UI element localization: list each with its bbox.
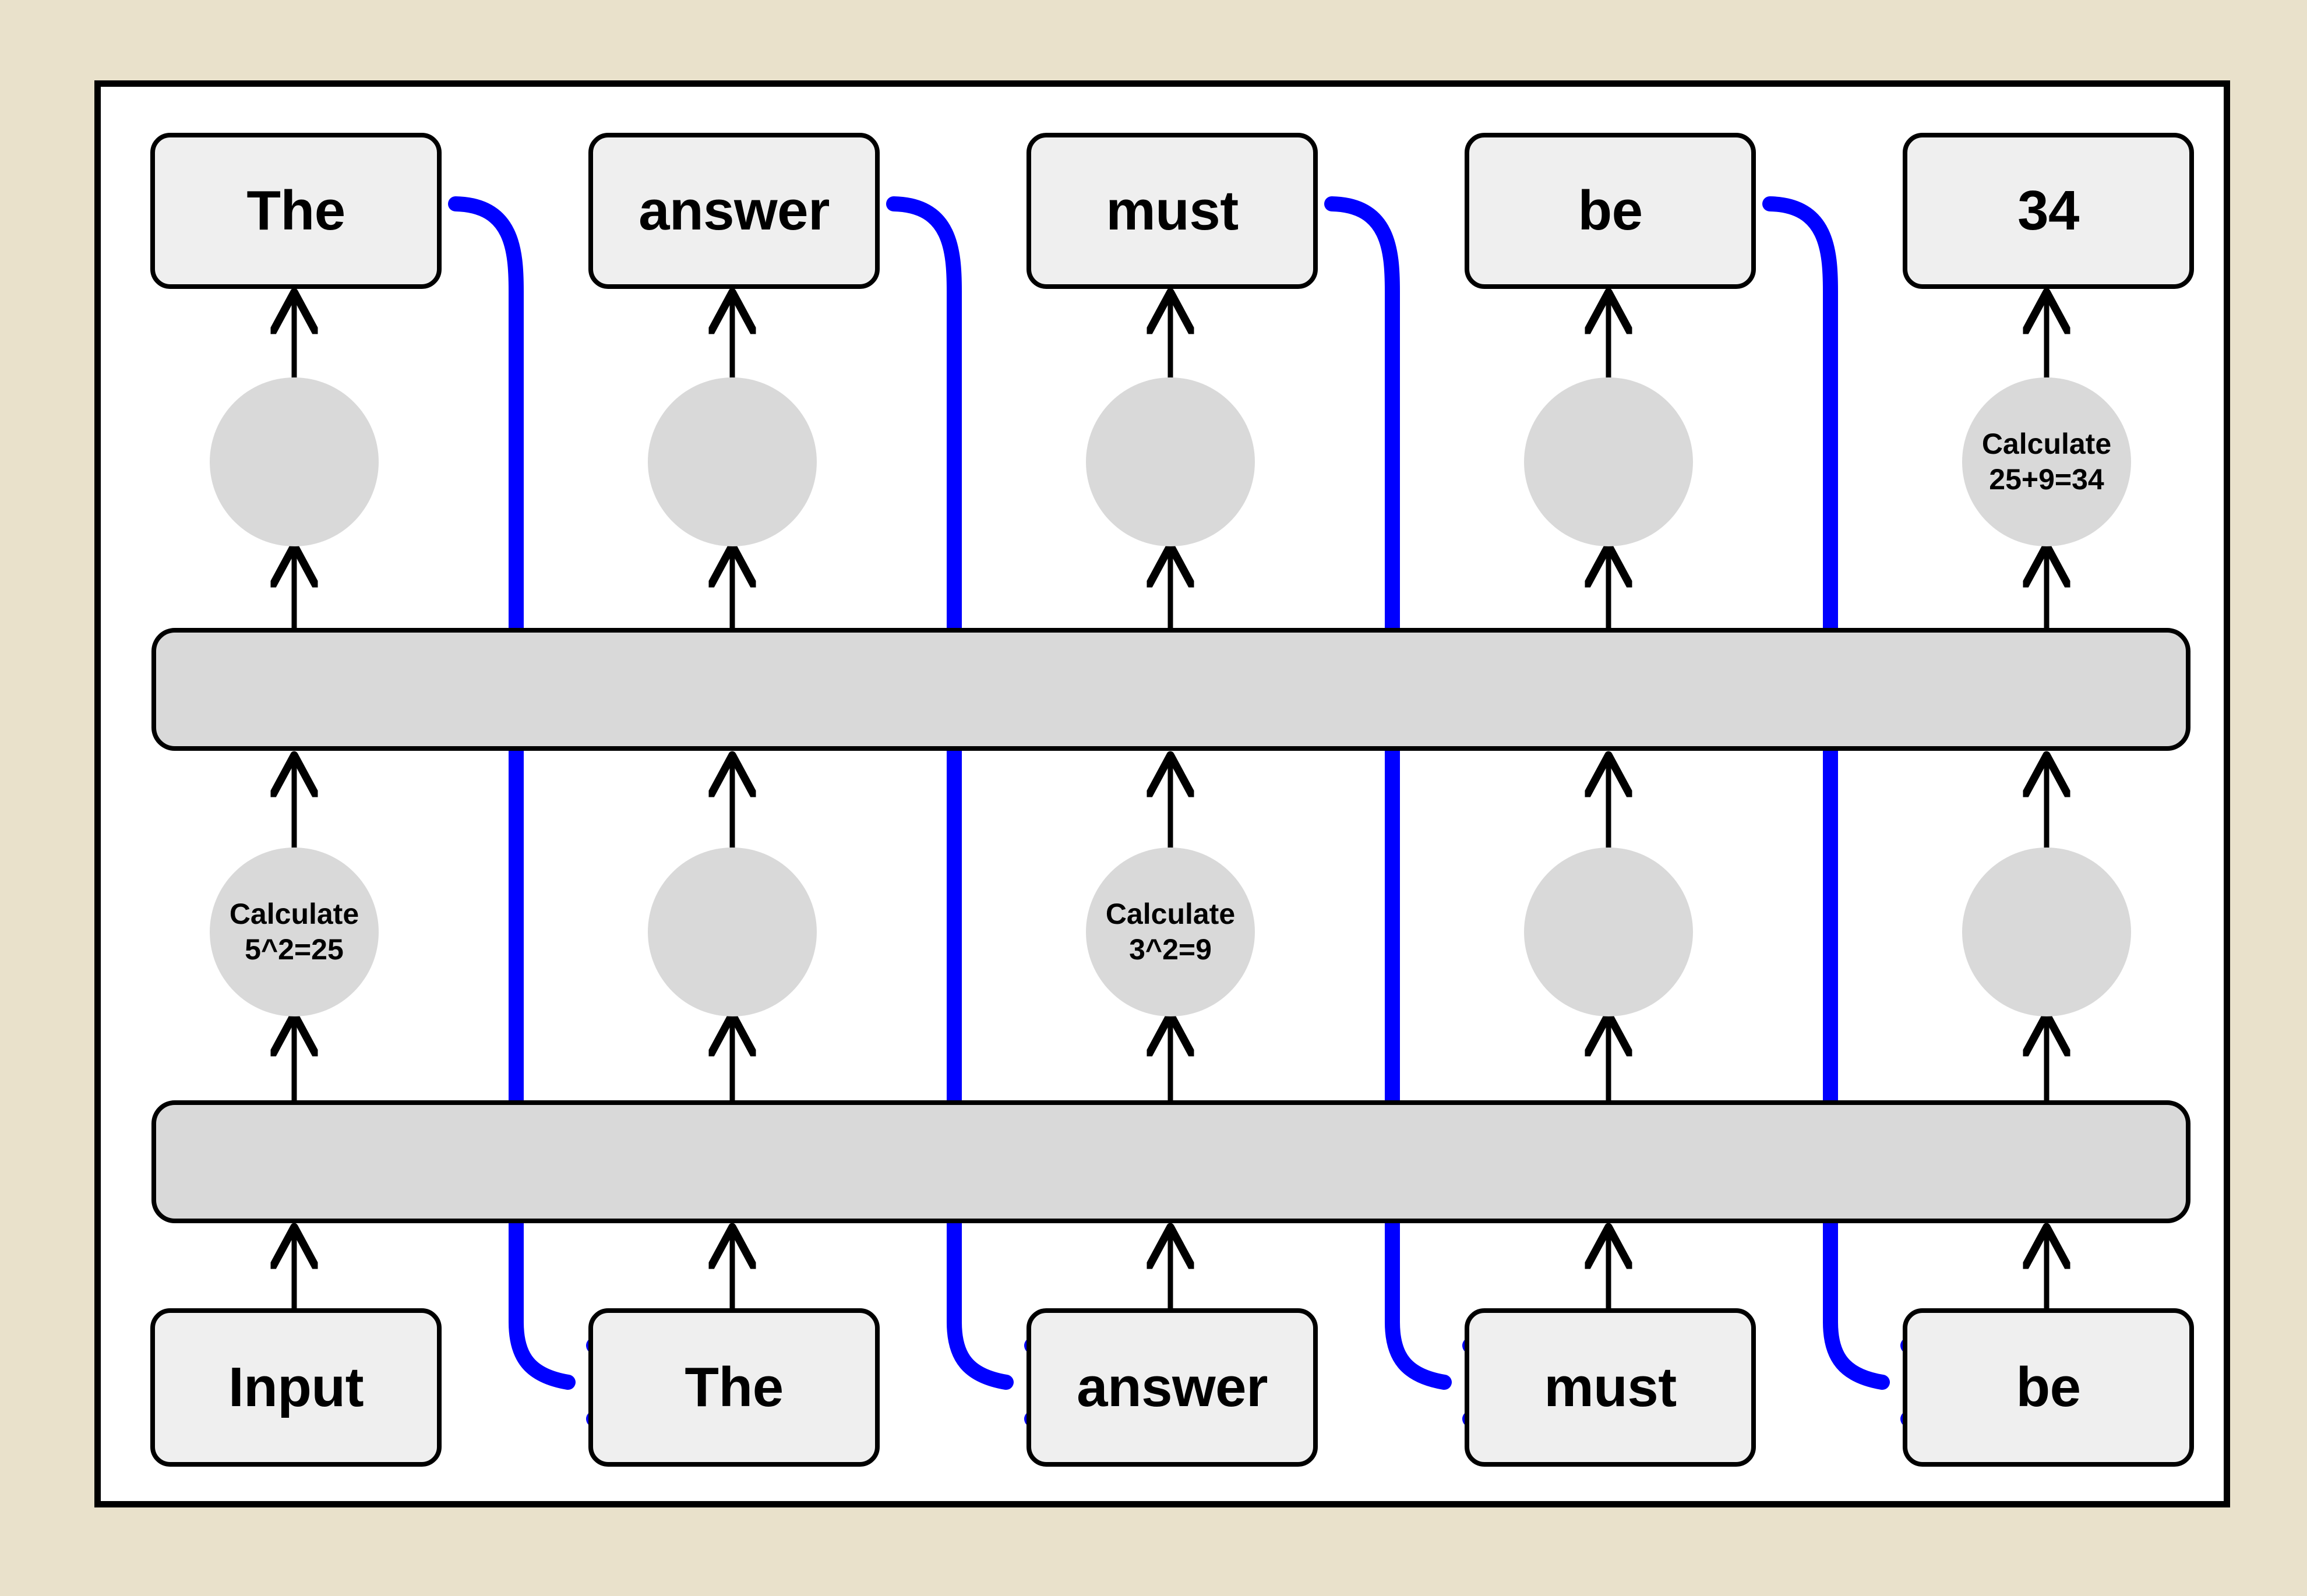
output-token-label-3: must [1106,179,1239,242]
upper-compute-node-1[interactable] [210,377,379,546]
input-token-label-1: Input [228,1356,364,1418]
output-token-box-2[interactable]: answer [588,133,880,289]
lower-compute-node-4[interactable] [1524,848,1693,1016]
input-token-label-3: answer [1077,1356,1268,1418]
lower-compute-node-5[interactable] [1962,848,2131,1016]
output-token-box-4[interactable]: be [1465,133,1756,289]
input-token-box-5[interactable]: be [1903,1308,2194,1467]
input-token-box-3[interactable]: answer [1026,1308,1318,1467]
output-token-box-3[interactable]: must [1026,133,1318,289]
lower-compute-node-2[interactable] [648,848,817,1016]
lower-node-3-line2: 3^2=9 [1129,933,1212,966]
output-token-label-5: 34 [2017,179,2079,242]
diagram-frame [94,80,2230,1507]
input-token-label-5: be [2016,1356,2081,1418]
input-token-box-4[interactable]: must [1465,1308,1756,1467]
lower-node-1-line2: 5^2=25 [245,933,344,966]
upper-compute-node-3[interactable] [1086,377,1255,546]
output-token-label-4: be [1578,179,1643,242]
upper-compute-node-5[interactable]: Calculate 25+9=34 [1962,377,2131,546]
lower-node-3-line1: Calculate [1105,898,1236,930]
lower-node-1-line1: Calculate [229,898,359,930]
upper-node-5-line2: 25+9=34 [1989,463,2104,496]
upper-attention-layer [151,628,2190,751]
upper-compute-node-2[interactable] [648,377,817,546]
lower-compute-node-1[interactable]: Calculate 5^2=25 [210,848,379,1016]
lower-compute-node-3[interactable]: Calculate 3^2=9 [1086,848,1255,1016]
input-token-label-4: must [1544,1356,1677,1418]
output-token-box-5[interactable]: 34 [1903,133,2194,289]
input-token-box-2[interactable]: The [588,1308,880,1467]
output-token-box-1[interactable]: The [150,133,442,289]
upper-compute-node-4[interactable] [1524,377,1693,546]
input-token-box-1[interactable]: Input [150,1308,442,1467]
output-token-label-1: The [246,179,345,242]
output-token-label-2: answer [639,179,830,242]
lower-attention-layer [151,1100,2190,1223]
upper-node-5-line1: Calculate [1981,428,2112,460]
input-token-label-2: The [685,1356,784,1418]
